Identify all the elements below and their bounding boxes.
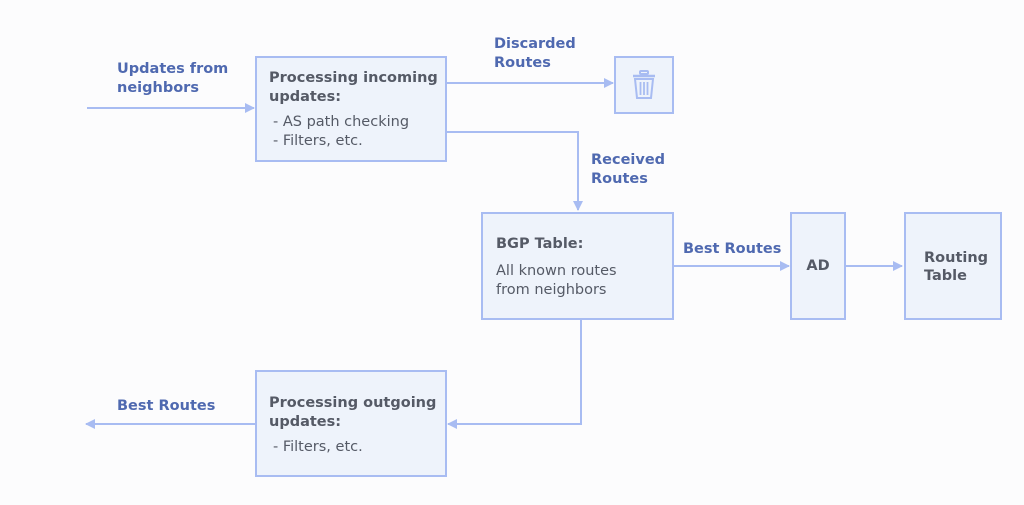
- node-bgp-table-title: BGP Table:: [496, 236, 584, 252]
- discard-bin: [614, 56, 674, 114]
- trash-icon: [633, 70, 655, 99]
- node-routing-table: Routing Table: [904, 212, 1002, 320]
- label-updates-from-neighbors-line1: Updates from: [117, 61, 229, 77]
- label-received-routes: Received Routes: [591, 151, 665, 189]
- label-discarded-routes-line1: Discarded: [494, 36, 576, 52]
- node-processing-incoming-title-line2: updates:: [269, 89, 342, 105]
- node-routing-table-title-line1: Routing: [924, 250, 989, 266]
- edge-bgp-to-outgoing: [447, 319, 582, 429]
- label-best-routes-right: Best Routes: [683, 241, 782, 257]
- node-processing-outgoing-title-line2: updates:: [269, 414, 342, 430]
- node-ad-title: AD: [806, 257, 830, 274]
- label-received-routes-line1: Received: [591, 152, 666, 168]
- label-updates-from-neighbors-line2: neighbors: [117, 80, 199, 96]
- node-bgp-table: BGP Table: All known routes from neighbo…: [481, 212, 674, 320]
- node-processing-incoming-line2: - Filters, etc.: [273, 133, 363, 149]
- label-updates-from-neighbors: Updates from neighbors: [117, 60, 228, 98]
- node-processing-incoming-title-line1: Processing incoming: [269, 70, 438, 86]
- node-processing-incoming: Processing incoming updates: - AS path c…: [255, 56, 447, 162]
- label-received-routes-line2: Routes: [591, 171, 648, 187]
- node-bgp-table-line1: All known routes: [496, 263, 617, 279]
- node-routing-table-title-line2: Table: [924, 268, 967, 284]
- node-processing-incoming-line1: - AS path checking: [273, 114, 410, 130]
- node-processing-outgoing: Processing outgoing updates: - Filters, …: [255, 370, 447, 477]
- label-best-routes-left: Best Routes: [117, 398, 216, 414]
- node-bgp-table-line2: from neighbors: [496, 282, 607, 298]
- label-discarded-routes-line2: Routes: [494, 55, 551, 71]
- node-processing-outgoing-line1: - Filters, etc.: [273, 439, 363, 455]
- label-discarded-routes: Discarded Routes: [494, 35, 576, 73]
- edge-received: [446, 131, 583, 211]
- node-ad: AD: [790, 212, 846, 320]
- node-processing-outgoing-title-line1: Processing outgoing: [269, 395, 437, 411]
